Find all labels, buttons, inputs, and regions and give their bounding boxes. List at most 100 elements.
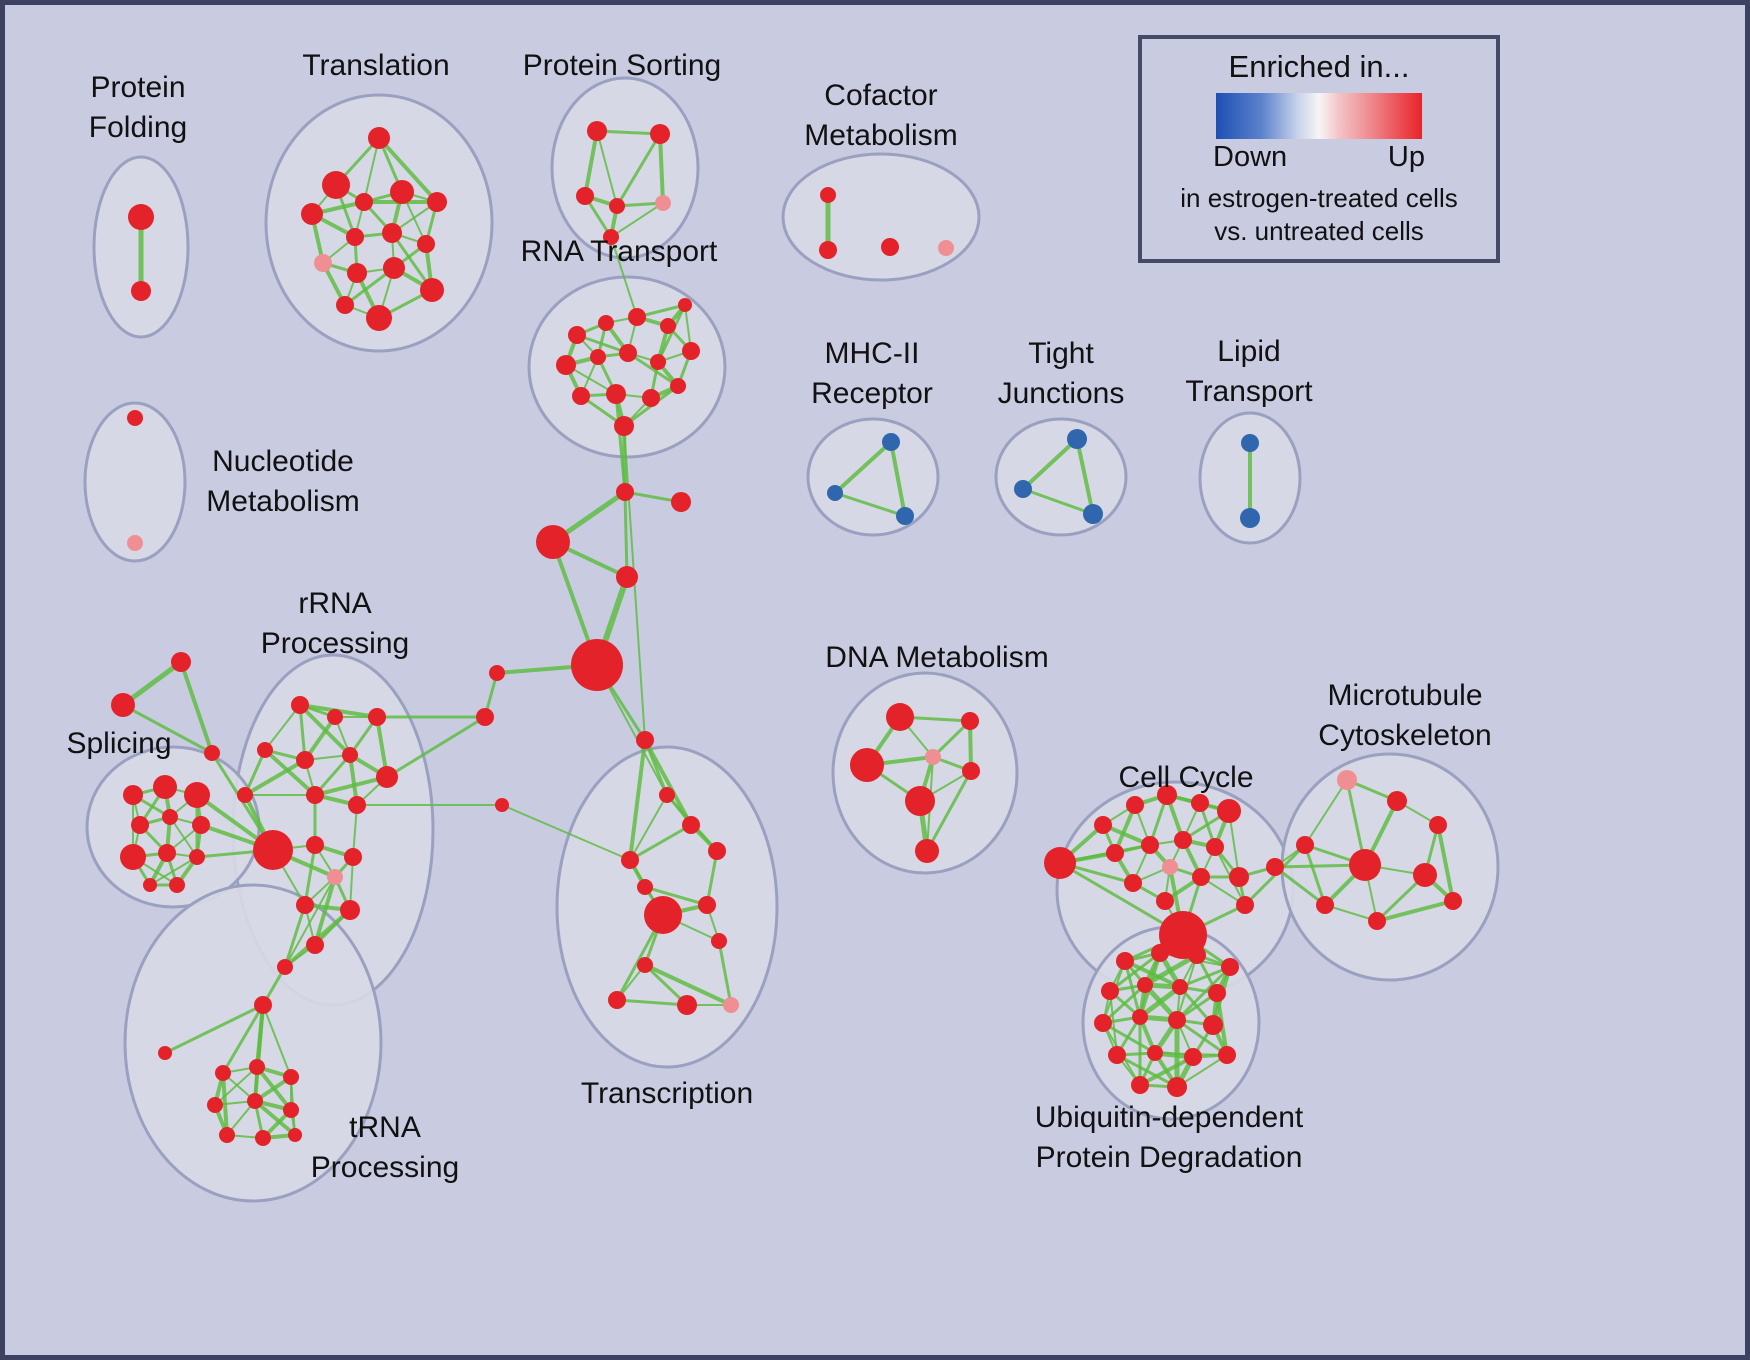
legend-up-label: Up bbox=[1387, 141, 1425, 173]
network-node-ubiquitin-degradation-0 bbox=[1116, 952, 1134, 970]
network-node-rrna-processing-16 bbox=[306, 936, 324, 954]
network-node-ubiquitin-degradation-15 bbox=[1218, 1046, 1236, 1064]
network-node-protein-sorting-2 bbox=[576, 187, 594, 205]
network-node-splicing-6 bbox=[120, 844, 146, 870]
network-node-transcription-3 bbox=[708, 842, 726, 860]
network-node-transcription-10 bbox=[677, 995, 697, 1015]
network-node-dna-metabolism-3 bbox=[925, 749, 941, 765]
network-node-lipid-transport-1 bbox=[1240, 508, 1260, 528]
network-node-splicing-9 bbox=[169, 877, 185, 893]
network-node-microtubule-cytoskeleton-1 bbox=[1387, 791, 1407, 811]
network-node-ubiquitin-degradation-11 bbox=[1203, 1015, 1223, 1035]
network-edge bbox=[1101, 983, 1147, 1025]
network-edge bbox=[628, 738, 647, 862]
network-node-rrna-processing-12 bbox=[344, 848, 362, 866]
network-node-ubiquitin-degradation-12 bbox=[1108, 1046, 1126, 1064]
network-edge bbox=[377, 136, 439, 204]
network-node-tight-junctions-2 bbox=[1083, 504, 1103, 524]
network-node-cell-cycle-8 bbox=[1174, 831, 1192, 849]
network-node-translation-9 bbox=[314, 254, 332, 272]
network-node-ubiquitin-degradation-8 bbox=[1094, 1014, 1112, 1032]
network-node-mhc2-receptor-0 bbox=[882, 433, 900, 451]
network-edge bbox=[1021, 437, 1079, 491]
network-edge bbox=[1021, 487, 1095, 516]
network-node-translation-8 bbox=[417, 235, 435, 253]
network-edge bbox=[583, 129, 599, 198]
network-node-rrna-processing-13 bbox=[327, 869, 343, 885]
legend-subtitle-line1: in estrogen-treated cells bbox=[1180, 183, 1458, 213]
network-node-nucleotide-metabolism-1 bbox=[127, 535, 143, 551]
network-node-trna-processing-2 bbox=[249, 1059, 265, 1075]
network-node-transcription-11 bbox=[723, 997, 739, 1013]
network-node-rrna-processing-6 bbox=[376, 766, 398, 788]
network-node-rna-transport-13 bbox=[614, 416, 634, 436]
network-node-cell-cycle-1 bbox=[1094, 816, 1112, 834]
network-edge bbox=[595, 129, 662, 136]
legend-endpoint-labels: Down Up bbox=[1213, 141, 1425, 174]
network-node-s1 bbox=[111, 693, 135, 717]
network-node-rna-transport-6 bbox=[590, 349, 606, 365]
network-edge bbox=[1303, 843, 1327, 907]
network-edge bbox=[263, 748, 317, 797]
network-node-splicing-2 bbox=[184, 782, 210, 808]
network-node-rna-transport-8 bbox=[650, 354, 666, 370]
network-node-rna-transport-0 bbox=[568, 326, 586, 344]
network-node-splicing-8 bbox=[189, 849, 205, 865]
network-node-cell-cycle-14 bbox=[1156, 892, 1174, 910]
network-node-ubiquitin-degradation-5 bbox=[1137, 977, 1153, 993]
network-edge bbox=[1304, 779, 1348, 846]
network-edge bbox=[1175, 1018, 1229, 1057]
network-node-dna-metabolism-5 bbox=[905, 786, 935, 816]
network-edge bbox=[149, 856, 198, 886]
network-node-splicing-1 bbox=[153, 775, 177, 799]
network-node-cell-cycle-5 bbox=[1217, 799, 1241, 823]
network-node-mhc2-receptor-2 bbox=[896, 507, 914, 525]
network-node-translation-12 bbox=[420, 278, 444, 302]
network-node-hub bbox=[571, 639, 623, 691]
network-node-cofactor-metabolism-2 bbox=[881, 238, 899, 256]
network-node-cell-cycle-12 bbox=[1192, 868, 1210, 886]
network-node-rrna-processing-0 bbox=[291, 696, 309, 714]
network-edge bbox=[262, 1004, 292, 1078]
network-node-ubiquitin-degradation-13 bbox=[1147, 1045, 1163, 1061]
network-edge bbox=[264, 704, 301, 751]
network-edge bbox=[283, 903, 307, 969]
network-node-rrna-processing-7 bbox=[237, 787, 253, 803]
network-node-ubiquitin-degradation-2 bbox=[1188, 946, 1206, 964]
network-edge bbox=[643, 885, 709, 907]
network-edge bbox=[1324, 904, 1378, 922]
network-edge bbox=[643, 738, 693, 827]
network-node-rna-transport-5 bbox=[556, 355, 576, 375]
legend: Enriched in... Down Up in estrogen-treat… bbox=[1138, 35, 1500, 263]
network-node-trna-processing-3 bbox=[283, 1069, 299, 1085]
network-node-translation-2 bbox=[301, 203, 323, 225]
network-node-rna-transport-14 bbox=[678, 298, 692, 312]
network-node-rna-transport-10 bbox=[606, 384, 626, 404]
cluster-ellipse-nucleotide-metabolism bbox=[83, 401, 187, 563]
network-node-dna-metabolism-0 bbox=[886, 703, 914, 731]
network-node-protein-sorting-3 bbox=[609, 198, 625, 214]
network-node-m2 bbox=[476, 708, 494, 726]
network-node-ubiquitin-degradation-4 bbox=[1101, 982, 1119, 1000]
cluster-label-protein-sorting: Protein Sorting bbox=[523, 49, 721, 82]
network-node-rrna-processing-5 bbox=[342, 747, 358, 763]
network-node-rna-transport-7 bbox=[619, 344, 637, 362]
network-node-transcription-2 bbox=[682, 816, 700, 834]
network-node-translation-1 bbox=[322, 171, 350, 199]
network-node-cofactor-metabolism-1 bbox=[819, 241, 837, 259]
network-node-mhc2-receptor-1 bbox=[827, 485, 843, 501]
network-edge bbox=[1075, 437, 1095, 516]
network-node-rrna-processing-4 bbox=[296, 751, 314, 769]
network-edge bbox=[623, 490, 629, 579]
network-node-ubiquitin-degradation-17 bbox=[1167, 1077, 1187, 1097]
network-edge bbox=[925, 769, 973, 853]
network-edge bbox=[610, 236, 638, 318]
network-node-m3 bbox=[495, 798, 509, 812]
network-node-protein-folding-0 bbox=[128, 204, 154, 230]
network-node-transcription-5 bbox=[621, 851, 639, 869]
